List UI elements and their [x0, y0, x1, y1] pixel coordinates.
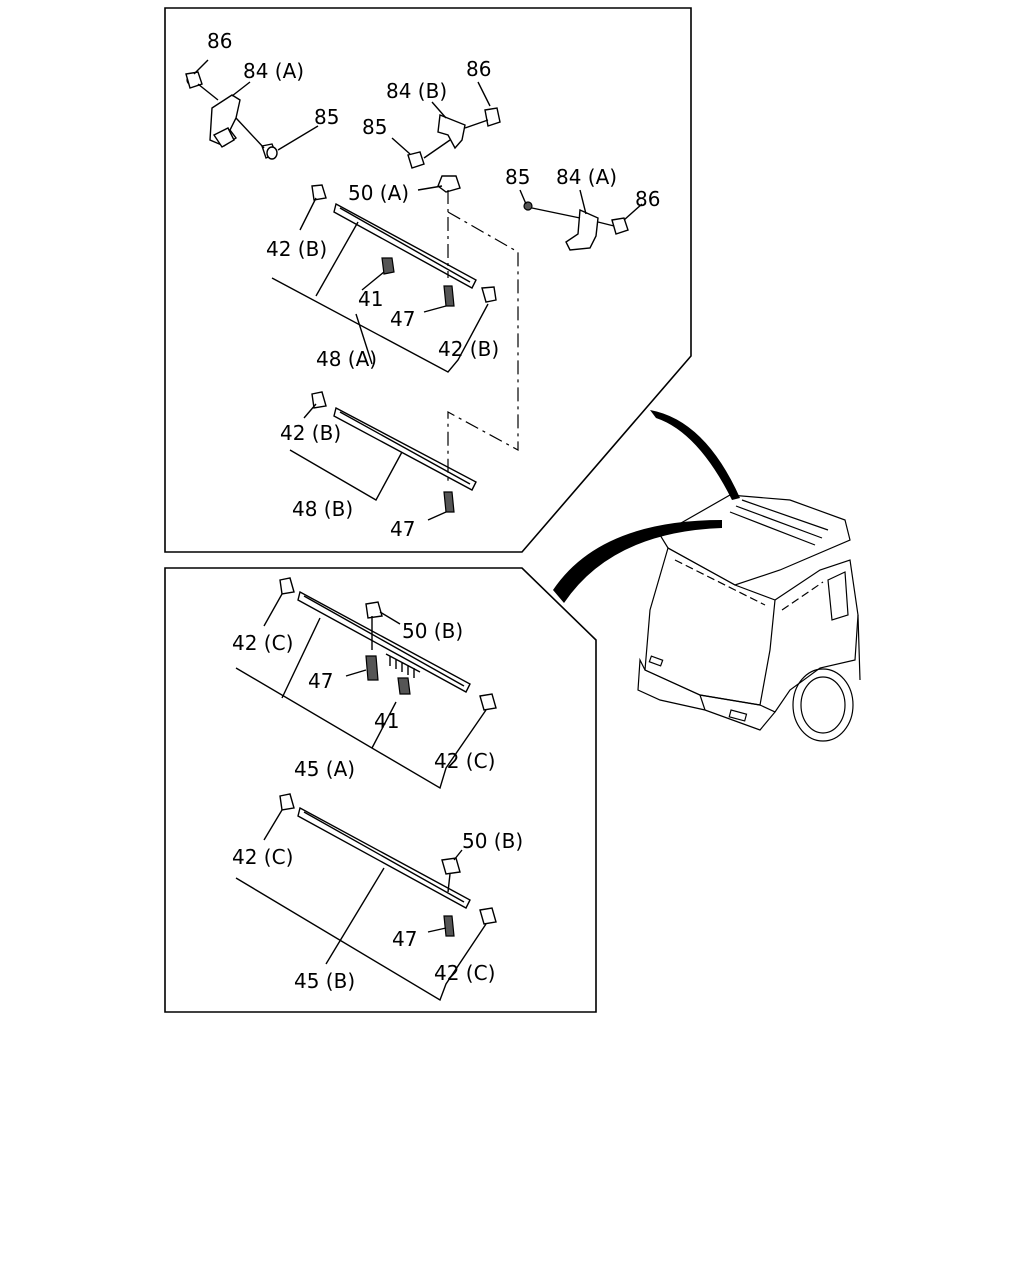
screw-47-b — [443, 491, 455, 513]
pointer-to-lower — [553, 520, 722, 603]
callout-42b: 42 (B) — [438, 337, 499, 361]
callout-42c: 42 (C) — [434, 749, 495, 773]
bracket-84b — [407, 107, 501, 169]
assembly-line-upper — [447, 190, 519, 484]
callout-86: 86 — [466, 57, 491, 81]
callout-86: 86 — [635, 187, 660, 211]
callout-85: 85 — [505, 165, 530, 189]
lower-detail-frame — [164, 567, 597, 1013]
callout-41: 41 — [374, 709, 399, 733]
callout-47: 47 — [392, 927, 417, 951]
clip-42c-3 — [279, 793, 295, 811]
callout-42b: 42 (B) — [266, 237, 327, 261]
screw-41-b — [397, 677, 411, 695]
vehicle-cab — [637, 494, 861, 742]
callout-50b: 50 (B) — [402, 619, 463, 643]
clip-50a — [437, 175, 461, 193]
callout-47: 47 — [308, 669, 333, 693]
callout-41: 41 — [358, 287, 383, 311]
screw-47-d — [443, 915, 455, 937]
callout-48a: 48 (A) — [316, 347, 377, 371]
callout-42b: 42 (B) — [280, 421, 341, 445]
screw-47-a — [443, 285, 455, 307]
callout-47: 47 — [390, 517, 415, 541]
callout-84a: 84 (A) — [556, 165, 617, 189]
clip-50b-b — [441, 857, 461, 875]
clip-42c-4 — [479, 907, 497, 925]
callout-42c: 42 (C) — [434, 961, 495, 985]
clip-50b-a — [365, 601, 383, 619]
fastener-comb — [385, 653, 421, 678]
callout-42c: 42 (C) — [232, 631, 293, 655]
screw-41-a — [381, 257, 395, 275]
pointer-to-upper — [650, 410, 740, 500]
clip-42c-2 — [479, 693, 497, 711]
callout-45a: 45 (A) — [294, 757, 355, 781]
clip-42b-2 — [481, 286, 497, 303]
callout-84a: 84 (A) — [243, 59, 304, 83]
clip-42b-1 — [311, 184, 327, 201]
callout-42c: 42 (C) — [232, 845, 293, 869]
upper-detail-frame — [164, 7, 692, 553]
callout-85: 85 — [314, 105, 339, 129]
callout-50a: 50 (A) — [348, 181, 409, 205]
callout-45b: 45 (B) — [294, 969, 355, 993]
callout-50b: 50 (B) — [462, 829, 523, 853]
callout-86: 86 — [207, 29, 232, 53]
callout-84b: 84 (B) — [386, 79, 447, 103]
callout-48b: 48 (B) — [292, 497, 353, 521]
bracket-84a-left — [185, 71, 278, 160]
clip-42c-1 — [279, 577, 295, 595]
callout-85: 85 — [362, 115, 387, 139]
callout-47: 47 — [390, 307, 415, 331]
screw-47-c — [365, 655, 379, 681]
